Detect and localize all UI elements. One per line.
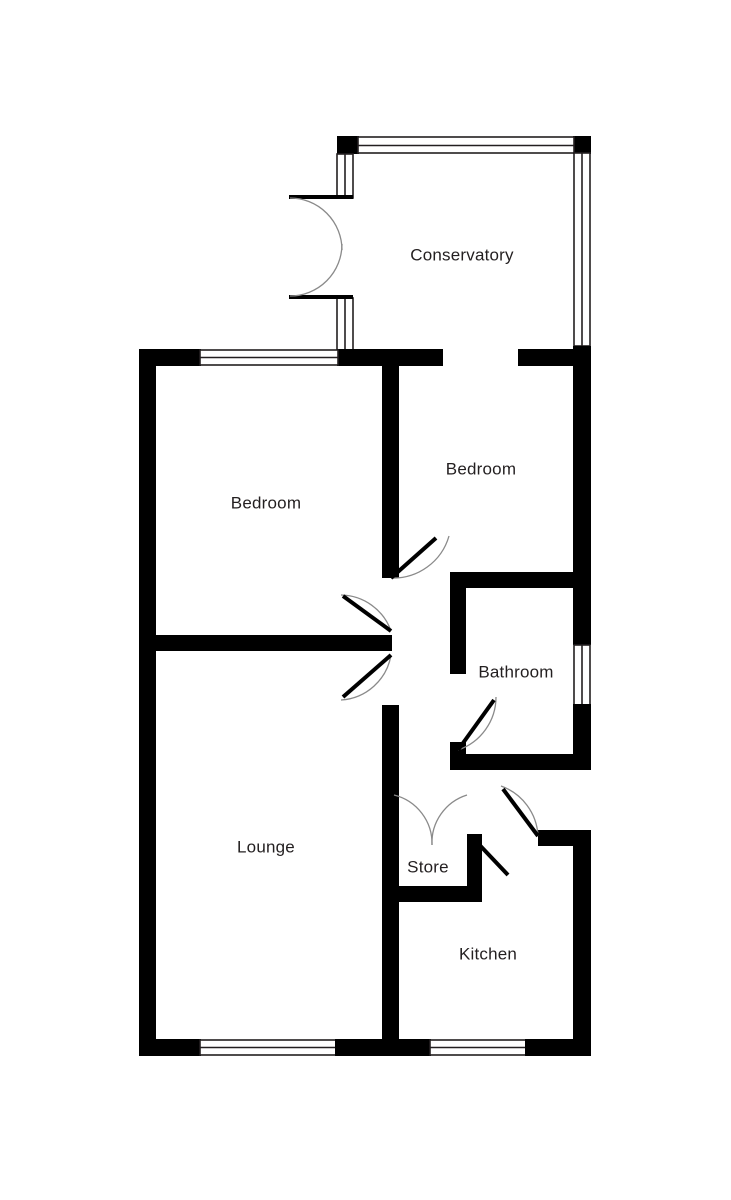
conservatory-top-glazing	[357, 136, 575, 154]
conservatory-door-jamb-lower	[289, 295, 353, 299]
lounge-door[interactable]	[340, 653, 393, 701]
wall-bedroom1-lounge	[156, 635, 392, 651]
wall-bathroom-left	[450, 572, 466, 674]
internal-walls	[156, 366, 591, 1056]
room-label-bathroom: Bathroom	[478, 662, 553, 681]
room-label-conservatory: Conservatory	[410, 245, 514, 264]
store-kitchen-link-door[interactable]	[469, 834, 510, 877]
room-label-bedroom-1: Bedroom	[231, 493, 301, 512]
wall-store-right	[467, 834, 482, 898]
conservatory-bottom-wall-left	[337, 349, 443, 366]
conservatory-left-lower-glazing	[336, 297, 354, 351]
main-left-exterior-wall	[139, 349, 156, 1056]
store-doors[interactable]	[393, 794, 468, 846]
main-right-wall-upper	[573, 349, 591, 645]
room-label-kitchen: Kitchen	[459, 944, 517, 963]
room-labels: Conservatory Bedroom Bedroom Bathroom Lo…	[231, 245, 554, 963]
room-label-bedroom-2: Bedroom	[446, 459, 516, 478]
conservatory-bottom-wall-right	[518, 349, 591, 366]
room-label-store: Store	[407, 857, 449, 876]
main-right-wall-mid	[573, 704, 591, 769]
bedroom-1-door[interactable]	[340, 594, 393, 633]
wall-lounge-hall	[382, 705, 399, 1056]
wall-bedroom1-hall-upper	[382, 366, 399, 578]
main-bottom-wall-seg-1	[139, 1039, 201, 1056]
main-building-walls	[139, 349, 591, 1056]
kitchen-rear-window	[429, 1039, 527, 1056]
main-right-wall-lower	[573, 830, 591, 1056]
conservatory-top-right-corner	[573, 136, 591, 154]
room-label-lounge: Lounge	[237, 837, 295, 856]
conservatory-french-doors[interactable]	[289, 197, 343, 297]
conservatory-top-left-corner	[337, 136, 359, 154]
conservatory-left-upper-glazing	[336, 153, 354, 199]
bathroom-side-window	[573, 644, 591, 706]
wall-kitchen-top	[538, 830, 591, 846]
wall-bedroom2-bathroom	[450, 572, 578, 588]
kitchen-door[interactable]	[500, 785, 540, 838]
lounge-rear-window	[199, 1039, 337, 1056]
conservatory-door-jamb-upper	[289, 195, 353, 199]
doors	[340, 535, 540, 877]
bedroom-1-front-window	[199, 349, 339, 366]
conservatory-right-glazing	[573, 152, 591, 347]
wall-bathroom-bottom	[450, 754, 591, 770]
bathroom-door[interactable]	[456, 696, 497, 752]
wall-store-bottom	[382, 886, 482, 902]
bedroom-2-door[interactable]	[389, 535, 450, 580]
